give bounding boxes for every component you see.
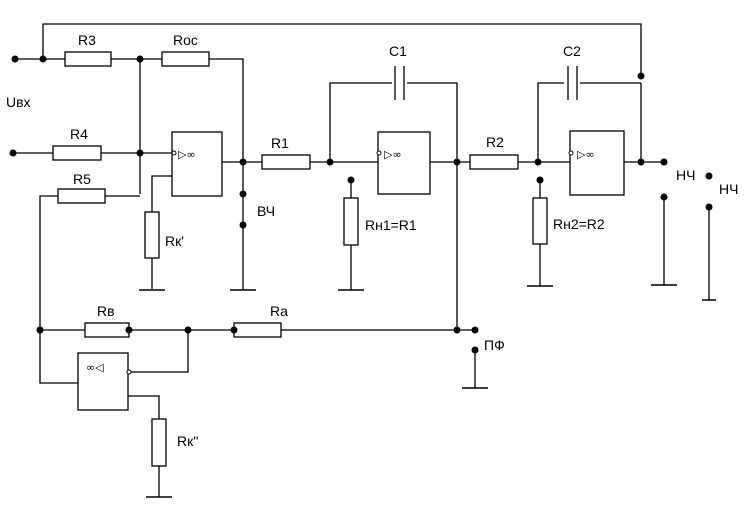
opamps: ▷∞ ▷∞ ▷∞ ∞◁ [77, 130, 625, 411]
resistors [52, 51, 548, 467]
label-c1: C1 [389, 43, 407, 59]
label-nch-out: НЧ [676, 167, 695, 183]
wires [13, 23, 710, 497]
label-c2: C2 [563, 43, 581, 59]
resistor-rn2 [532, 197, 548, 245]
labels: Uвх R3 Roc R4 R5 Rк' ВЧ R1 C1 Rн1=R1 R2 … [6, 32, 738, 449]
resistor-r2 [469, 154, 519, 170]
label-r2: R2 [486, 134, 504, 150]
opamp-3-symbol: ▷∞ [577, 148, 595, 161]
opamp-4-symbol: ∞◁ [86, 361, 104, 374]
label-rv: Rв [97, 303, 115, 319]
label-r1: R1 [271, 135, 289, 151]
opamp-1 [171, 131, 223, 197]
label-vch: ВЧ [257, 203, 275, 219]
resistor-r4 [52, 145, 102, 161]
top-feedback-wire [15, 23, 642, 76]
label-rn1: Rн1=R1 [365, 217, 417, 233]
capacitors [392, 66, 580, 100]
label-roc: Roc [173, 32, 198, 48]
resistor-ra [233, 322, 282, 338]
resistor-r3 [64, 51, 112, 67]
label-ra: Rа [270, 303, 288, 319]
resistor-rk2 [151, 418, 167, 467]
label-rk1: Rк' [165, 233, 184, 249]
opamp-2 [377, 131, 431, 195]
label-r4: R4 [70, 126, 88, 142]
opamp-4 [77, 352, 129, 411]
resistor-rv [84, 322, 130, 338]
junctions [9, 55, 713, 354]
opamp-2-symbol: ▷∞ [384, 148, 402, 161]
label-input: Uвх [6, 94, 31, 110]
opamp-3 [569, 130, 625, 196]
label-rk2: Rк'' [177, 433, 199, 449]
opamp-1-symbol: ▷∞ [178, 148, 196, 161]
resistor-rk1 [144, 211, 160, 259]
resistor-roc [161, 51, 210, 67]
resistor-r1 [261, 154, 311, 170]
label-r3: R3 [78, 32, 96, 48]
grounds [139, 284, 716, 498]
label-nch-term: НЧ [719, 181, 738, 197]
label-pf: ПФ [484, 337, 505, 353]
label-r5: R5 [73, 171, 91, 187]
resistor-r5 [57, 188, 106, 204]
resistor-rn1 [343, 197, 359, 246]
label-rn2: Rн2=R2 [553, 216, 605, 232]
